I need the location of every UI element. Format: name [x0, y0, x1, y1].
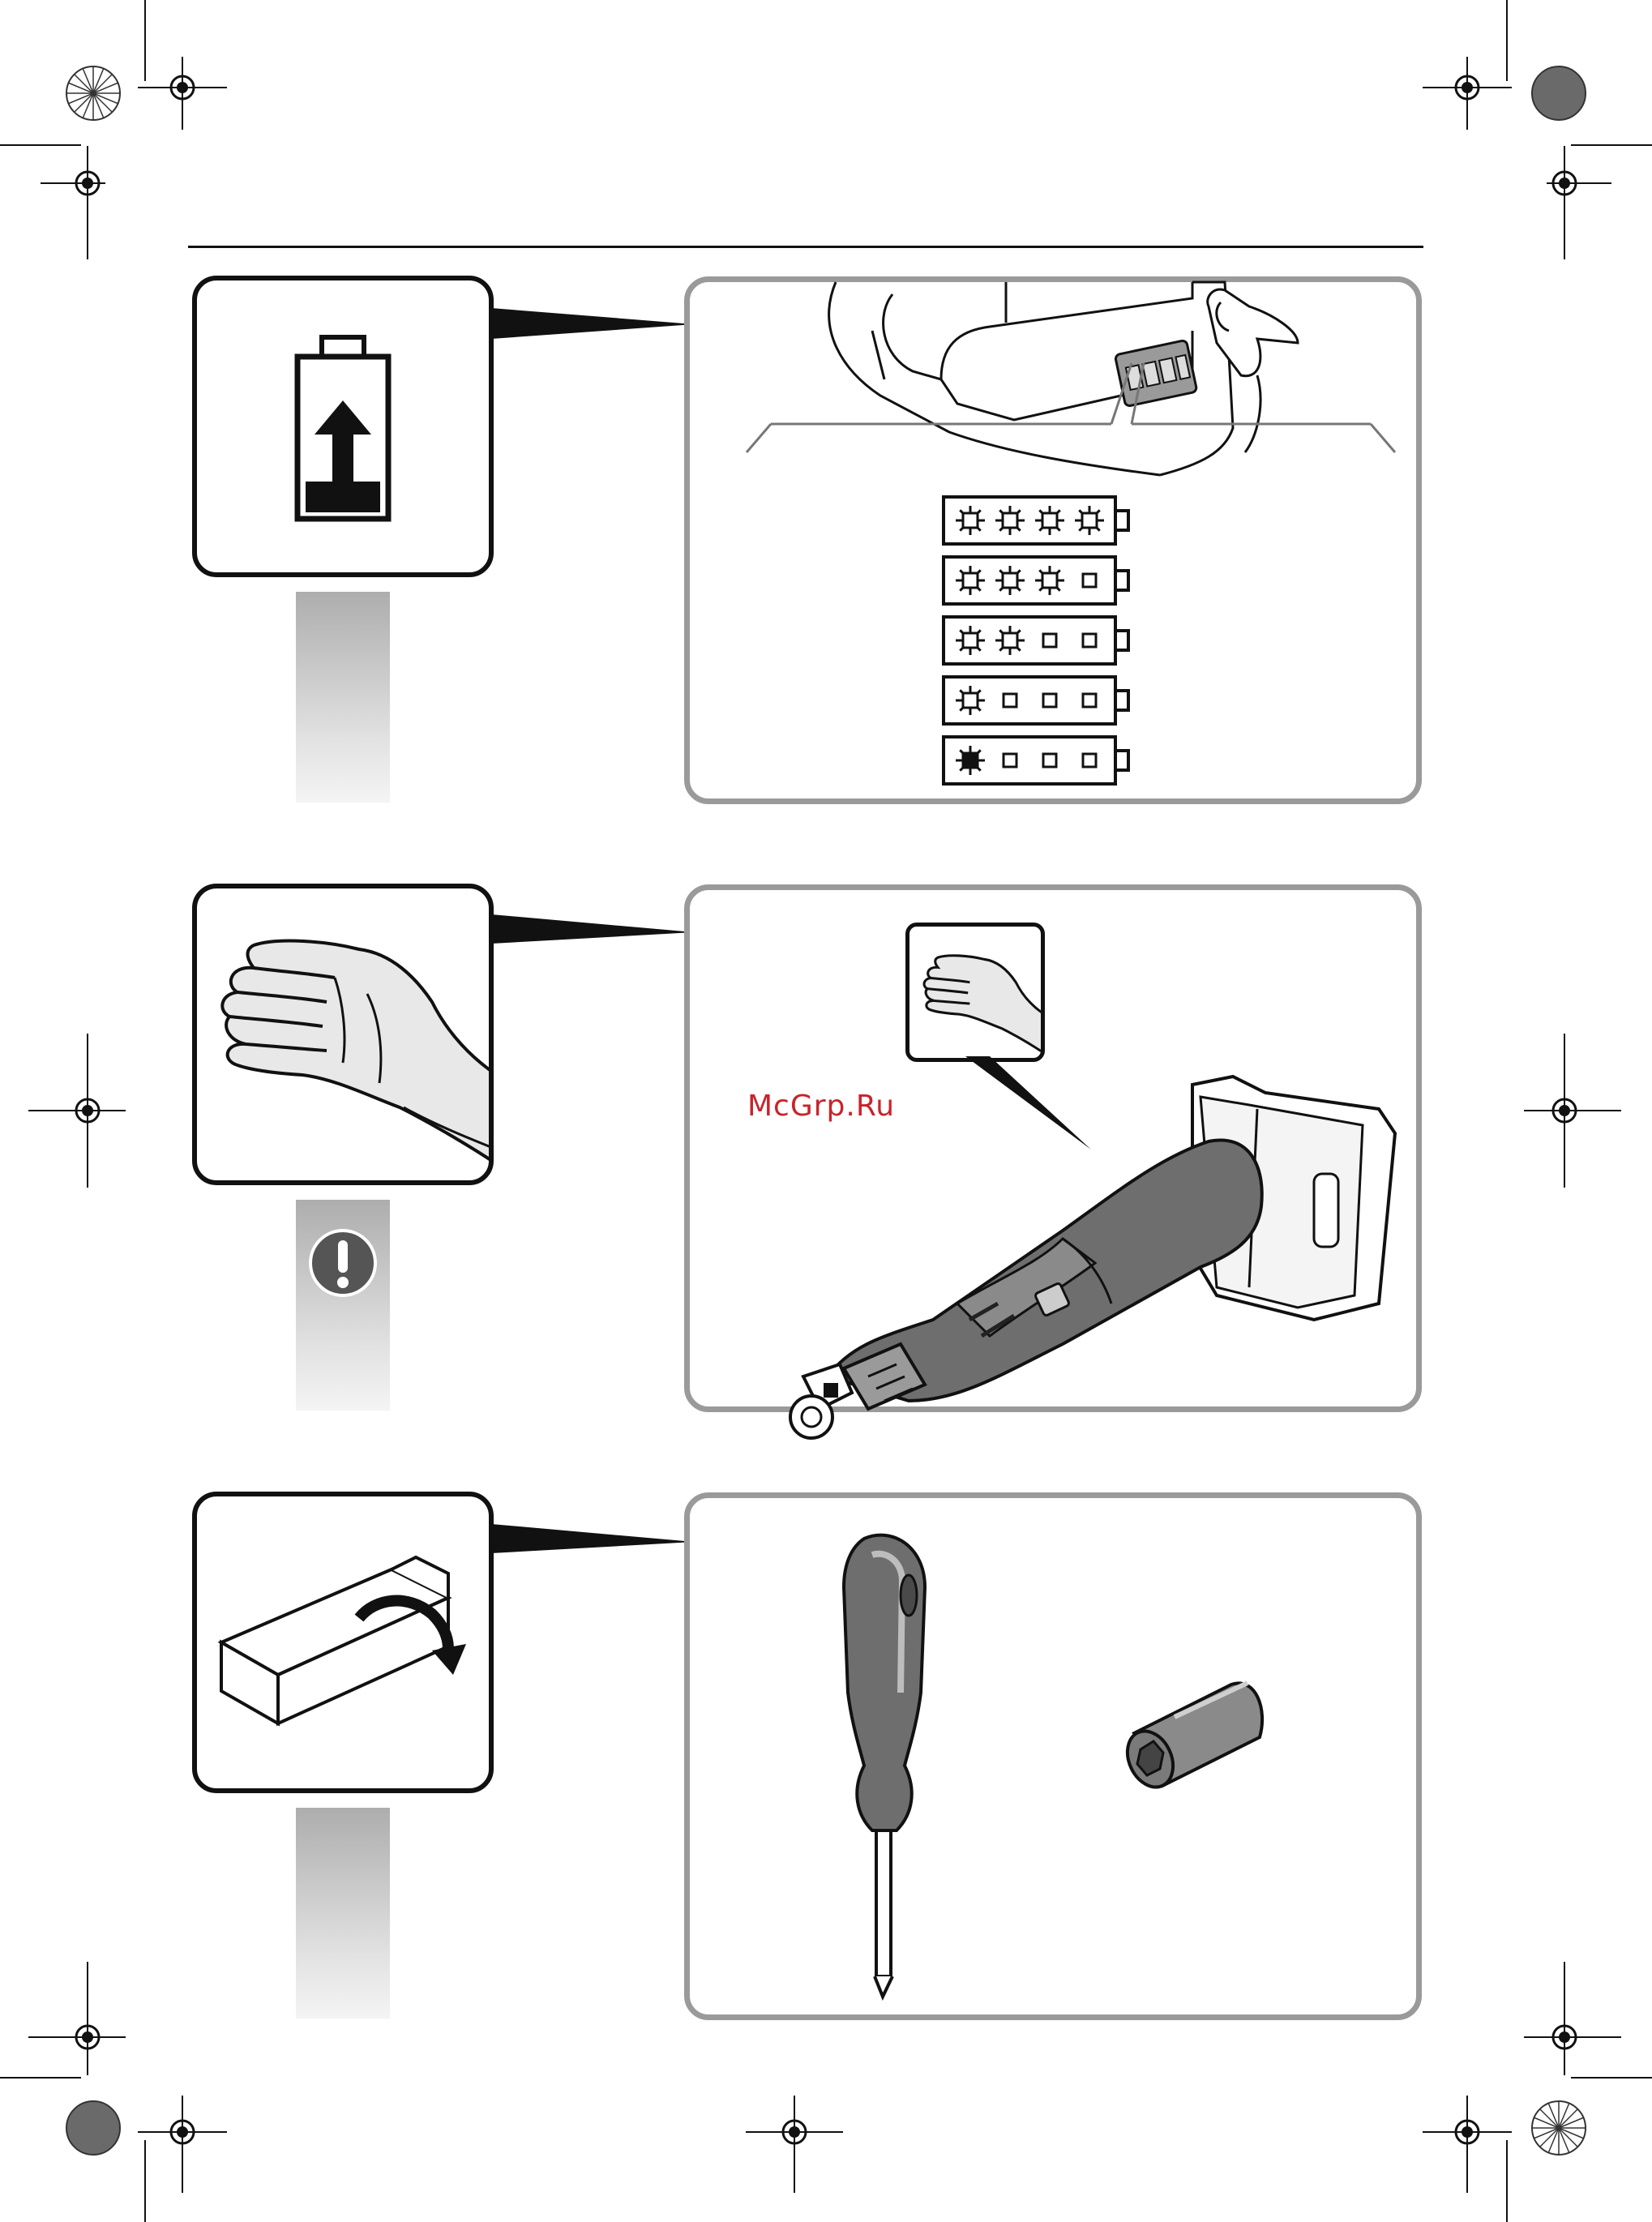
battery-level-row: [941, 614, 1136, 666]
battery-tip: [1115, 631, 1128, 650]
trim-line: [1506, 0, 1508, 81]
crosshair-mark: [138, 57, 227, 130]
callout-pointer: [491, 914, 694, 947]
hand-icon-panel: [192, 884, 494, 1185]
tool-illustration-panel: [684, 884, 1422, 1412]
open-box-icon: [213, 1553, 481, 1740]
trim-line: [1571, 144, 1652, 146]
zoom-bracket: [747, 387, 1395, 460]
led-off-icon: [1004, 694, 1016, 707]
led-lit-icon: [956, 506, 985, 535]
header-rule: [188, 246, 1423, 248]
screwdriver-icon: [828, 1531, 941, 2001]
color-wheel-mark-top-left: [65, 65, 122, 122]
led-off-icon: [1043, 694, 1056, 707]
battery-tip: [1115, 511, 1128, 530]
led-off-icon: [1043, 634, 1056, 647]
crosshair-mark: [28, 1962, 126, 2108]
led-off-icon: [1083, 634, 1096, 647]
battery-level-row: [941, 554, 1136, 606]
watermark-text: McGrp.Ru: [747, 1090, 895, 1123]
gray-dot-mark-top-right: [1530, 65, 1587, 122]
led-lit-icon: [995, 626, 1025, 655]
crosshair-mark: [1423, 2096, 1512, 2193]
battery-level-list: [941, 494, 1144, 803]
trim-line: [1571, 2077, 1652, 2079]
crosshair-mark: [28, 1034, 126, 1188]
led-off-icon: [1083, 754, 1096, 767]
battery-charge-icon: [294, 336, 392, 522]
led-off-icon: [1083, 694, 1096, 707]
led-lit-icon: [956, 626, 985, 655]
callout-pointer: [491, 308, 694, 340]
trim-line: [144, 0, 146, 81]
step-gradient-bar: [296, 1808, 390, 2019]
hex-socket-icon: [1118, 1676, 1272, 1798]
trim-line: [144, 2140, 146, 2222]
step-gradient-bar: [296, 1200, 390, 1411]
crosshair-mark: [1524, 1034, 1621, 1188]
trim-line: [0, 144, 81, 146]
led-off-icon: [1004, 754, 1016, 767]
battery-level-row: [941, 674, 1136, 726]
crosshair-mark: [41, 146, 130, 259]
battery-tip: [1115, 571, 1128, 590]
led-lit-icon: [1075, 506, 1104, 535]
box-icon-panel: [192, 1492, 494, 1793]
battery-level-row: [941, 494, 1136, 546]
trim-line: [0, 2077, 81, 2079]
gray-dot-mark-bottom-left: [65, 2100, 122, 2156]
rotary-tool-illustration: [795, 995, 1411, 1449]
led-off-icon: [1083, 574, 1096, 587]
battery-icon-panel: [192, 276, 494, 577]
tools-panel: [684, 1492, 1422, 2020]
hand-icon: [205, 921, 494, 1180]
exclamation-icon: [307, 1227, 379, 1299]
led-lit-icon: [956, 566, 985, 595]
crosshair-mark: [1522, 146, 1611, 259]
battery-level-row: [941, 734, 1136, 786]
trim-line: [1506, 2140, 1508, 2222]
crosshair-mark: [1524, 1962, 1621, 2108]
led-lit-icon: [1035, 566, 1064, 595]
callout-pointer: [491, 1524, 694, 1556]
crosshair-mark: [1423, 57, 1512, 130]
crosshair-mark: [138, 2096, 227, 2193]
led-lit-icon: [956, 686, 985, 715]
battery-tip: [1115, 751, 1128, 770]
led-off-icon: [1043, 754, 1056, 767]
step-gradient-bar: [296, 592, 390, 803]
color-wheel-mark-bottom-right: [1530, 2100, 1587, 2156]
battery-tip: [1115, 691, 1128, 710]
led-lit-icon: [1035, 506, 1064, 535]
led-lit-icon: [995, 506, 1025, 535]
battery-indicator-panel: [684, 276, 1422, 804]
led-lit-icon: [995, 566, 1025, 595]
crosshair-mark: [746, 2096, 843, 2193]
led-flashing-icon: [956, 746, 985, 775]
